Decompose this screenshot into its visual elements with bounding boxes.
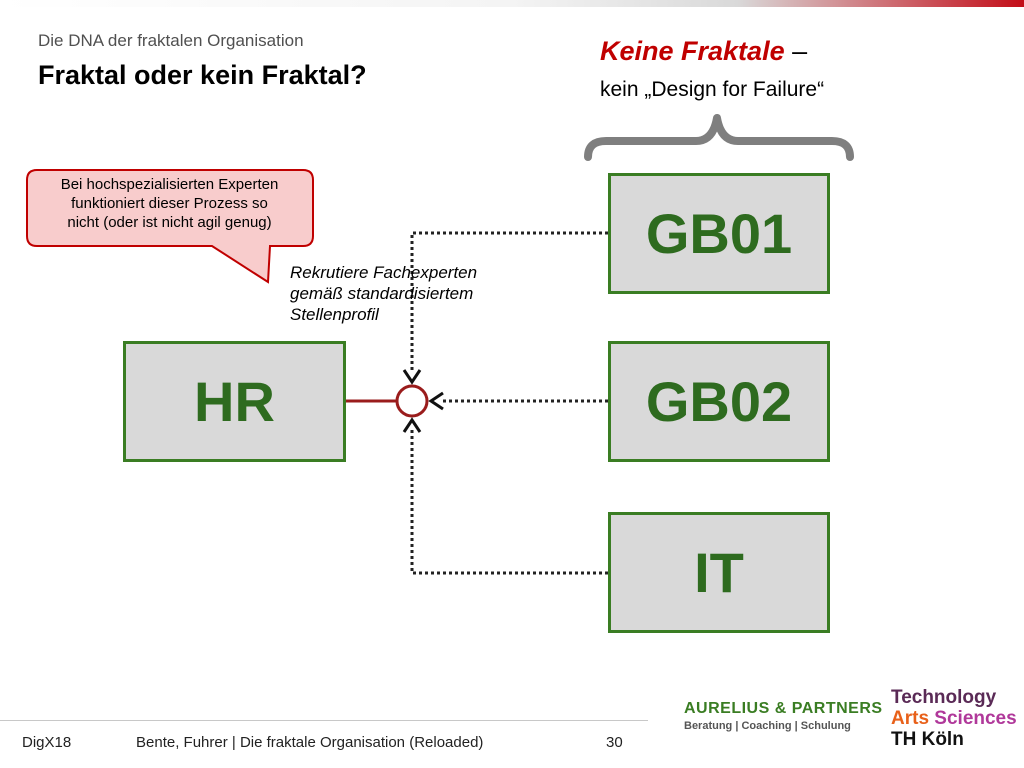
chevron-top-icon [402,369,422,385]
hr-interface-socket [395,384,429,418]
th-logo-koeln: TH Köln [891,729,964,750]
callout-line: nicht (oder ist nicht agil genug) [67,214,272,231]
box-gb02: GB02 [608,341,830,462]
aurelius-logo-tagline: Beratung | Coaching | Schulung [684,720,851,732]
keine-fraktale-dash: – [784,36,808,66]
box-gb01: GB01 [608,173,830,294]
process-label-line: gemäß standardisiertem [290,284,474,303]
keine-fraktale-text: Keine Fraktale [600,36,785,66]
th-logo-technology: Technology [891,687,997,708]
callout-text: Bei hochspezialisierten Experten funktio… [27,175,312,232]
process-label: Rekrutiere Fachexperten gemäß standardis… [290,262,477,325]
connector-it [410,430,608,575]
curly-brace [584,114,854,161]
chevron-right-icon [428,391,444,411]
connector-gb01 [410,231,608,372]
top-accent-bar [0,0,1024,7]
slide-title: Fraktal oder kein Fraktal? [38,60,367,90]
box-it: IT [608,512,830,633]
th-koeln-logo: Technology Arts Sciences TH Köln [891,687,1017,750]
process-label-line: Rekrutiere Fachexperten [290,263,478,282]
aurelius-partners-logo: AURELIUS & PARTNERS Beratung | Coaching … [684,700,883,732]
callout-bubble [26,169,314,284]
box-hr: HR [123,341,346,462]
footer-event: DigX18 [22,734,72,751]
footer-page-number: 30 [606,734,623,751]
footer-divider [0,720,648,721]
process-label-line: Stellenprofil [290,305,379,324]
keine-fraktale-heading: Keine Fraktale – [600,36,807,67]
callout-line: Bei hochspezialisierten Experten [60,176,279,193]
slide-subtitle: Die DNA der fraktalen Organisation [38,31,304,50]
callout-line: funktioniert dieser Prozess so [71,195,268,212]
th-logo-sciences: Sciences [934,708,1017,729]
aurelius-logo-name: AURELIUS & PARTNERS [684,700,883,717]
th-logo-arts: Arts [891,708,930,729]
footer-authors: Bente, Fuhrer | Die fraktale Organisatio… [136,734,484,751]
chevron-bottom-icon [402,417,422,433]
design-for-failure-text: kein „Design for Failure“ [600,78,825,101]
